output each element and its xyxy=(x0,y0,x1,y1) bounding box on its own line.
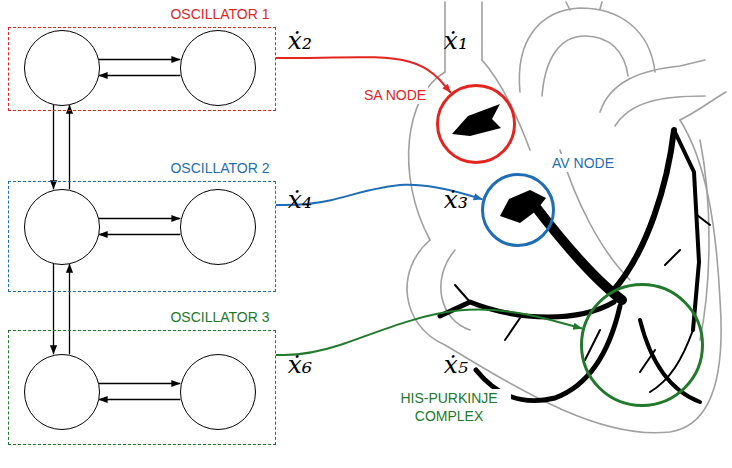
label-holder: OSCILLATOR 1 xyxy=(168,5,271,23)
oscillator-box: ẋ₂ẋ₁OSCILLATOR 1 xyxy=(8,27,276,111)
state-variable: ẋ₁ xyxy=(444,27,468,55)
connector-arrow xyxy=(276,310,582,355)
oscillator-label: OSCILLATOR 3 xyxy=(170,308,269,326)
state-circle: ẋ₅ xyxy=(180,354,256,430)
label-holder: AV NODE xyxy=(550,154,616,172)
label-holder: HIS-PURKINJE COMPLEX xyxy=(387,389,511,425)
label-holder: OSCILLATOR 2 xyxy=(168,159,271,177)
connector-arrow xyxy=(53,264,54,355)
sa-node-tissue xyxy=(452,104,501,136)
connector-arrow xyxy=(69,264,70,355)
ventricle-inner-wall xyxy=(441,250,470,330)
left-atrium-wall xyxy=(680,92,726,120)
label-holder: ẋ₃ xyxy=(444,186,468,214)
oscillator-label: OSCILLATOR 2 xyxy=(170,159,269,177)
label-holder: ẋ₆ xyxy=(288,351,312,379)
state-circle: ẋ₃ xyxy=(180,189,256,265)
aortic-branch xyxy=(566,2,602,10)
state-circle: ẋ₆ xyxy=(24,354,100,430)
region-label: AV NODE xyxy=(552,154,614,172)
purkinje-fibre xyxy=(640,320,700,402)
ventricle-inner-wall xyxy=(700,140,709,340)
state-variable: ẋ₃ xyxy=(444,186,468,214)
state-variable: ẋ₂ xyxy=(288,27,312,55)
state-variable: ẋ₅ xyxy=(444,351,468,379)
region-label: SA NODE xyxy=(364,86,426,104)
label-holder: OSCILLATOR 3 xyxy=(168,308,271,326)
connector-arrow xyxy=(99,399,181,400)
his-bundle xyxy=(535,206,622,300)
state-variable: ẋ₆ xyxy=(288,351,312,379)
connector-arrow xyxy=(99,383,181,384)
right-bundle-branch xyxy=(612,130,674,292)
label-holder: ẋ₅ xyxy=(444,351,468,379)
valve-line xyxy=(482,60,530,150)
label-holder: ẋ₄ xyxy=(288,186,312,214)
connector-arrow xyxy=(53,105,54,190)
label-holder: ẋ₂ xyxy=(288,27,312,55)
right-bundle-branch xyxy=(674,130,699,330)
connector-arrow xyxy=(69,105,70,190)
heart-outline xyxy=(407,120,721,433)
connector-arrow xyxy=(99,75,181,76)
state-circle: ẋ₁ xyxy=(180,30,256,106)
vena-cava xyxy=(481,2,483,60)
region-circle: HIS-PURKINJE COMPLEX xyxy=(580,283,704,407)
pulmonary-artery xyxy=(600,60,705,112)
connector-arrow xyxy=(99,218,181,219)
state-variable: ẋ₄ xyxy=(288,186,312,214)
pulmonary-artery xyxy=(615,96,705,126)
connector-arrow xyxy=(99,59,181,60)
oscillator-box: ẋ₄ẋ₃OSCILLATOR 2 xyxy=(8,181,276,292)
region-circle: AV NODE xyxy=(481,173,555,247)
oscillator-box: ẋ₆ẋ₅OSCILLATOR 3 xyxy=(8,330,276,445)
aorta xyxy=(519,8,655,92)
region-circle: SA NODE xyxy=(436,84,516,164)
label-holder: SA NODE xyxy=(362,86,428,104)
aorta xyxy=(542,36,628,96)
label-holder: ẋ₁ xyxy=(444,27,468,55)
connector-arrow xyxy=(99,234,181,235)
state-circle: ẋ₄ xyxy=(24,189,100,265)
region-label: HIS-PURKINJE COMPLEX xyxy=(389,389,509,425)
oscillator-label: OSCILLATOR 1 xyxy=(170,5,269,23)
state-circle: ẋ₂ xyxy=(24,30,100,106)
